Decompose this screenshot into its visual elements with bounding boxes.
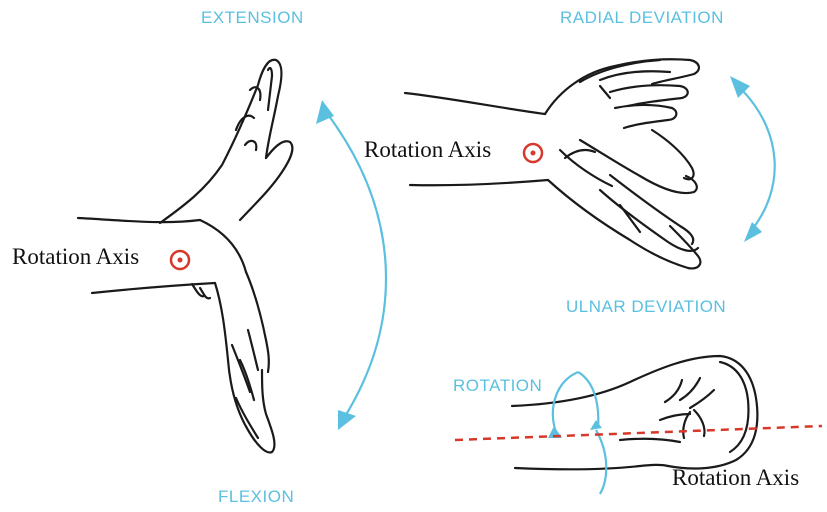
flexion-extension-axis-label: Rotation Axis (12, 244, 139, 270)
circled-dot-icon (171, 251, 189, 269)
flexion-label: FLEXION (218, 487, 294, 507)
curved-double-arrow-icon (730, 76, 775, 242)
radial-ulnar-deviation-hand (405, 59, 700, 268)
rotation-axis-label: Rotation Axis (672, 465, 799, 491)
extension-label: EXTENSION (201, 8, 304, 28)
ulnar-deviation-label: ULNAR DEVIATION (566, 297, 726, 317)
radial-deviation-label: RADIAL DEVIATION (560, 8, 724, 28)
rotation-label: ROTATION (453, 376, 542, 396)
deviation-axis-label: Rotation Axis (364, 137, 491, 163)
curved-double-arrow-icon (548, 372, 606, 494)
circled-dot-icon (524, 144, 542, 162)
rotation-fist-hand (512, 356, 757, 469)
